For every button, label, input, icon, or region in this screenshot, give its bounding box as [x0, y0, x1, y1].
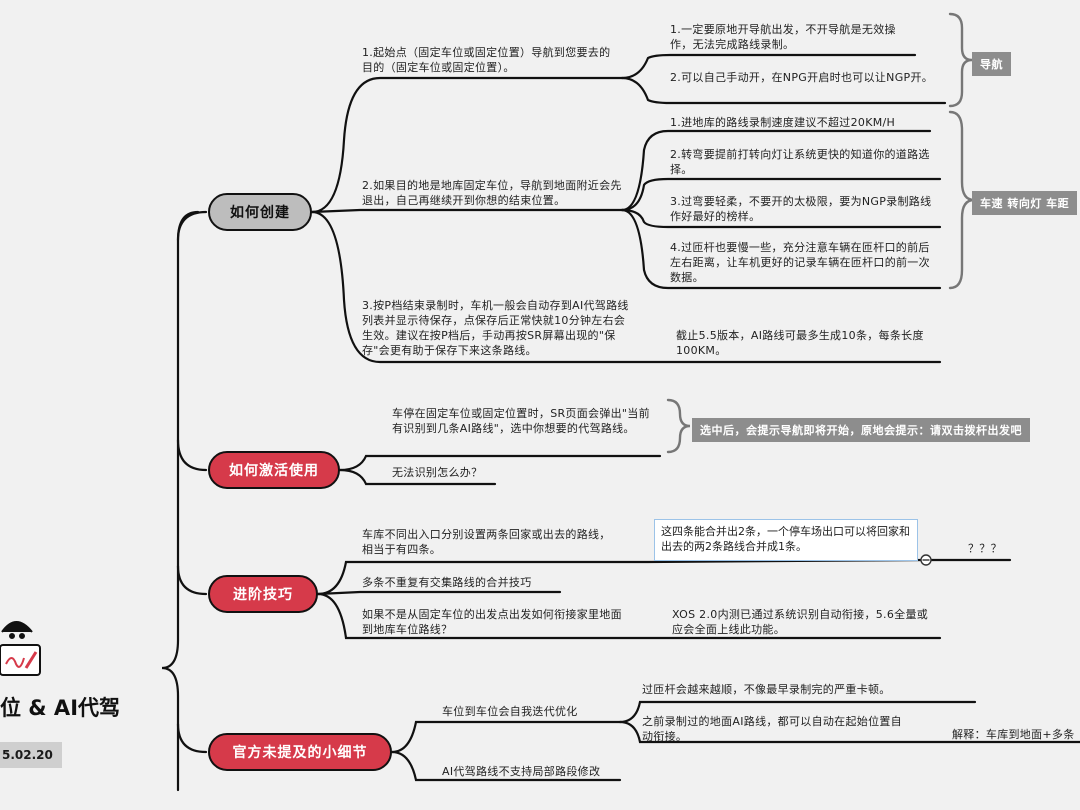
root-date: 5.02.20	[0, 742, 62, 768]
connector-b1-c1	[620, 53, 917, 80]
avatar-icon	[0, 621, 41, 676]
connector-root-create	[176, 210, 208, 242]
connector-details-b1	[390, 720, 622, 754]
collapse-toggle-icon	[920, 554, 932, 566]
create-branch-2-child-4[interactable]: 4.过匝杆也要慢一些，充分注意车辆在匝杆口的前后左右距离，让车机更好的记录车辆在…	[670, 241, 930, 284]
details-branch-1[interactable]: 车位到车位会自我迭代优化	[442, 705, 578, 718]
brace-speed	[948, 110, 975, 290]
brace-activate	[666, 398, 691, 454]
activate-branch-2[interactable]: 无法识别怎么办？	[392, 466, 483, 479]
details-branch-2[interactable]: AI代驾路线不支持局部路段修改	[442, 765, 601, 778]
create-branch-1-child-1[interactable]: 1.一定要原地开导航出发，不开导航是无效操作，无法完成路线录制。	[670, 23, 896, 51]
connector-create-b3	[310, 210, 942, 364]
advanced-branch-3[interactable]: 如果不是从固定车位的出发点出发如何衔接家里地面到地库车位路线？	[362, 608, 622, 636]
connector-b2-c3	[620, 208, 942, 229]
connector-details-b2	[390, 750, 622, 782]
create-branch-3-child-1[interactable]: 截止5.5版本，AI路线可最多生成10条，每条长度100KM。	[676, 329, 924, 357]
connector-advanced-b3	[316, 592, 942, 640]
connector-b2-c4	[620, 208, 942, 290]
create-branch-3[interactable]: 3.按P档结束录制时，车机一般会自动存到AI代驾路线列表并显示待保存，点保存后正…	[362, 299, 629, 357]
activate-branch-1[interactable]: 车停在固定车位或固定位置时，SR页面会弹出"当前有识别到几条AI路线"，选中你想…	[392, 407, 650, 435]
connector-b2-c1	[620, 129, 932, 212]
advanced-branch-1-note[interactable]: 这四条能合并出2条，一个停车场出口可以将回家和出去的两2条路线合并成1条。	[654, 519, 918, 561]
topic-activate[interactable]: 如何激活使用	[208, 451, 340, 489]
connector-root-activate	[176, 438, 208, 472]
connector-root-advanced	[176, 564, 208, 596]
topic-details[interactable]: 官方未提及的小细节	[208, 733, 392, 771]
connector-root-trunk	[161, 210, 200, 792]
tag-speed-signal-distance: 车速 转向灯 车距	[972, 191, 1078, 215]
details-branch-1-child-2-note: 解释：车库到地面+多条	[952, 728, 1075, 741]
tag-navigation: 导航	[972, 52, 1011, 76]
advanced-branch-1-question: ？？？	[968, 542, 1002, 555]
connector-activate-b2	[338, 468, 497, 486]
connector-d1-c2	[618, 720, 1080, 744]
connector-root-details	[176, 722, 208, 754]
create-branch-2-child-1[interactable]: 1.进地库的路线录制速度建议不超过20KM/H	[670, 116, 896, 129]
topic-advanced[interactable]: 进阶技巧	[208, 575, 318, 613]
connector-create-b2	[310, 208, 624, 214]
create-branch-1[interactable]: 1.起始点（固定车位或固定位置）导航到您要去的目的（固定车位或固定位置）。	[362, 46, 611, 74]
advanced-branch-2[interactable]: 多条不重复有交集路线的合并技巧	[362, 576, 532, 589]
brace-nav	[948, 12, 973, 108]
create-branch-2[interactable]: 2.如果目的地是地库固定车位，导航到地面附近会先退出，自己再继续开到你想的结束位…	[362, 179, 622, 207]
details-branch-1-child-1[interactable]: 过匝杆会越来越顺，不像最早录制完的严重卡顿。	[642, 683, 891, 696]
create-branch-2-child-3[interactable]: 3.过弯要轻柔，不要开的太极限，要为NGP录制路线作好最好的榜样。	[670, 195, 932, 223]
topic-create[interactable]: 如何创建	[208, 193, 312, 231]
connector-create-b1	[310, 76, 624, 214]
tag-activate-hint: 选中后，会提示导航即将开始，原地会提示：请双击拨杆出发吧	[692, 418, 1030, 442]
details-branch-1-child-2[interactable]: 之前录制过的地面AI路线，都可以自动在起始位置自动衔接。	[642, 715, 902, 743]
root-title: 位 & AI代驾	[0, 696, 121, 720]
advanced-branch-3-child-1[interactable]: XOS 2.0内测已通过系统识别自动衔接，5.6全量或应会全面上线此功能。	[672, 608, 929, 636]
connector-b2-c2	[620, 177, 942, 212]
connector-advanced-b2	[316, 590, 562, 596]
connector-b1-c2	[620, 76, 947, 105]
create-branch-2-child-2[interactable]: 2.转弯要提前打转向灯让系统更快的知道你的道路选择。	[670, 148, 930, 176]
advanced-branch-1[interactable]: 车库不同出入口分别设置两条回家或出去的路线，相当于有四条。	[362, 528, 611, 556]
create-branch-1-child-2[interactable]: 2.可以自己手动开，在NPG开启时也可以让NGP开。	[670, 71, 934, 84]
